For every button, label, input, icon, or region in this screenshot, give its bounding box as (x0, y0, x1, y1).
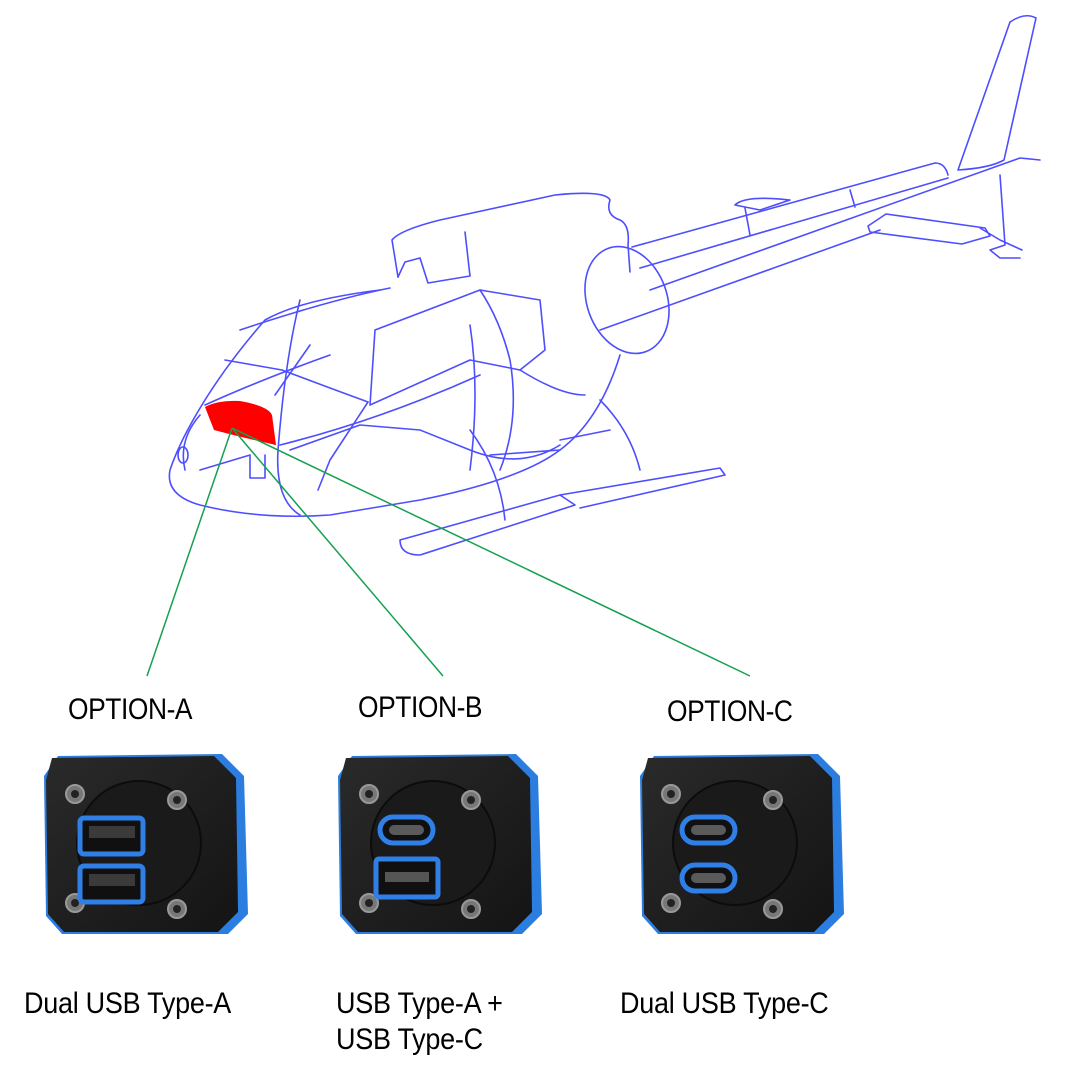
usb-c-port-icon (679, 862, 738, 894)
helicopter-wireframe (146, 14, 1041, 677)
option-b-caption: USB Type-A + USB Type-C (336, 986, 503, 1058)
product-image-option-b (336, 746, 546, 936)
option-a-caption: Dual USB Type-A (24, 986, 231, 1022)
leader-line-option-a (146, 427, 233, 677)
product-image-option-a (42, 746, 252, 936)
usb-a-port-icon (77, 863, 146, 905)
usb-c-port-icon (377, 814, 436, 846)
caption-line: Dual USB Type-C (620, 987, 829, 1020)
caption-line: USB Type-C (336, 1023, 483, 1056)
usb-a-port-icon (373, 856, 441, 900)
caption-line: USB Type-A + (336, 987, 503, 1020)
option-b-label: OPTION-B (358, 691, 483, 724)
option-c-caption: Dual USB Type-C (620, 986, 829, 1022)
instrument-panel-highlight (205, 400, 276, 445)
usb-c-port-icon (679, 814, 738, 846)
leader-line-option-b (231, 427, 444, 677)
option-c-label: OPTION-C (667, 695, 793, 728)
option-a-label: OPTION-A (68, 693, 193, 726)
caption-line: Dual USB Type-A (24, 987, 232, 1020)
usb-a-port-icon (77, 815, 146, 857)
leader-line-option-c (231, 427, 751, 677)
product-image-option-c (638, 746, 848, 936)
